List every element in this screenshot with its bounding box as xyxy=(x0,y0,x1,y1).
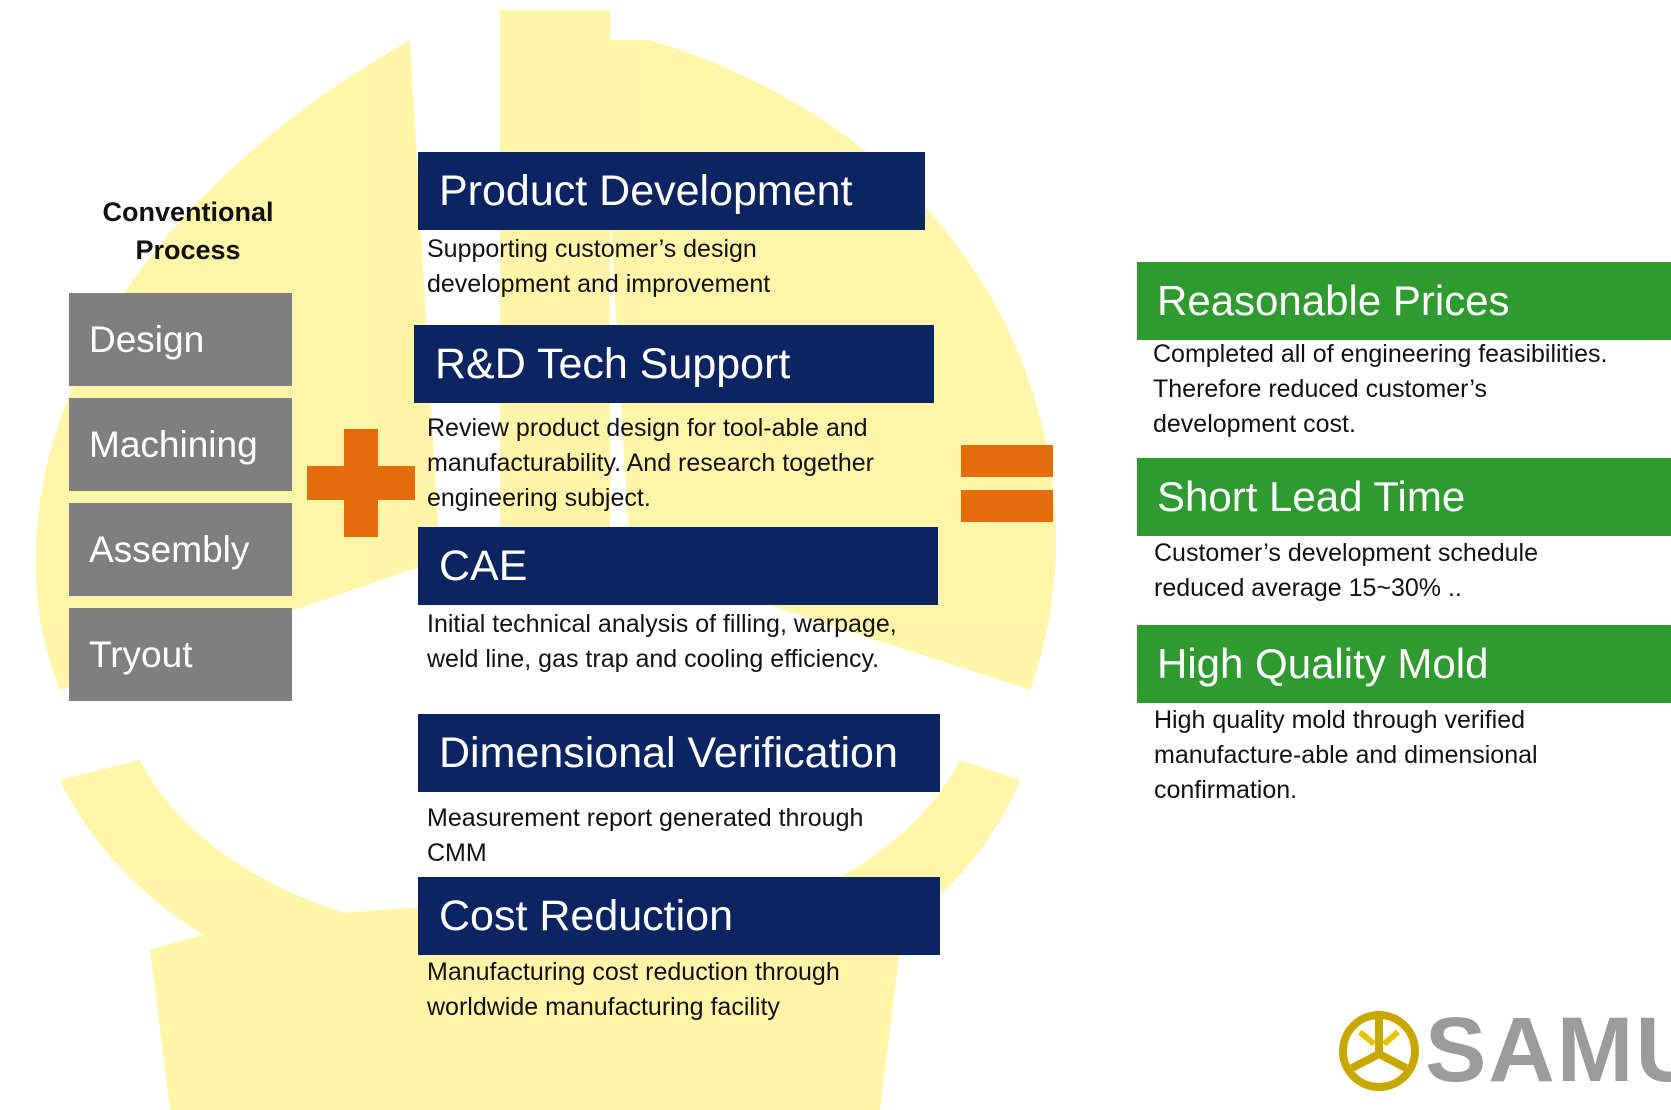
samu-wordmark: SAMU xyxy=(1425,999,1671,1101)
benefit-desc-short-lead-time: Customer’s development schedule reduced … xyxy=(1154,539,1539,602)
service-desc-rd-tech-support: Review product design for tool-able and … xyxy=(427,414,875,512)
service-desc-product-development: Supporting customer’s design development… xyxy=(427,235,771,298)
service-title-product-development: Product Development xyxy=(418,152,925,230)
conventional-process-title: Conventional Process xyxy=(70,193,306,269)
benefit-title-reasonable-prices: Reasonable Prices xyxy=(1137,262,1671,340)
benefit-desc-reasonable-prices: Completed all of engineering feasibiliti… xyxy=(1153,340,1608,438)
benefit-title-high-quality-mold: High Quality Mold xyxy=(1137,625,1671,703)
step-assembly: Assembly xyxy=(69,503,292,596)
step-machining: Machining xyxy=(69,398,292,491)
service-title-cost-reduction: Cost Reduction xyxy=(418,877,940,955)
service-title-rd-tech-support: R&D Tech Support xyxy=(414,325,934,403)
service-title-cae: CAE xyxy=(418,527,938,605)
conventional-title-line2: Process xyxy=(135,235,241,265)
conventional-title-line1: Conventional xyxy=(102,197,274,227)
benefit-title-short-lead-time: Short Lead Time xyxy=(1137,458,1671,536)
service-desc-dimensional-verification: Measurement report generated through CMM xyxy=(427,804,864,867)
samu-logo-icon xyxy=(1339,1011,1419,1091)
step-tryout: Tryout xyxy=(69,608,292,701)
service-desc-cost-reduction: Manufacturing cost reduction through wor… xyxy=(427,958,840,1021)
service-desc-cae: Initial technical analysis of filling, w… xyxy=(427,610,897,673)
service-title-dimensional-verification: Dimensional Verification xyxy=(418,714,940,792)
step-design: Design xyxy=(69,293,292,386)
benefit-desc-high-quality-mold: High quality mold through verified manuf… xyxy=(1154,706,1538,804)
